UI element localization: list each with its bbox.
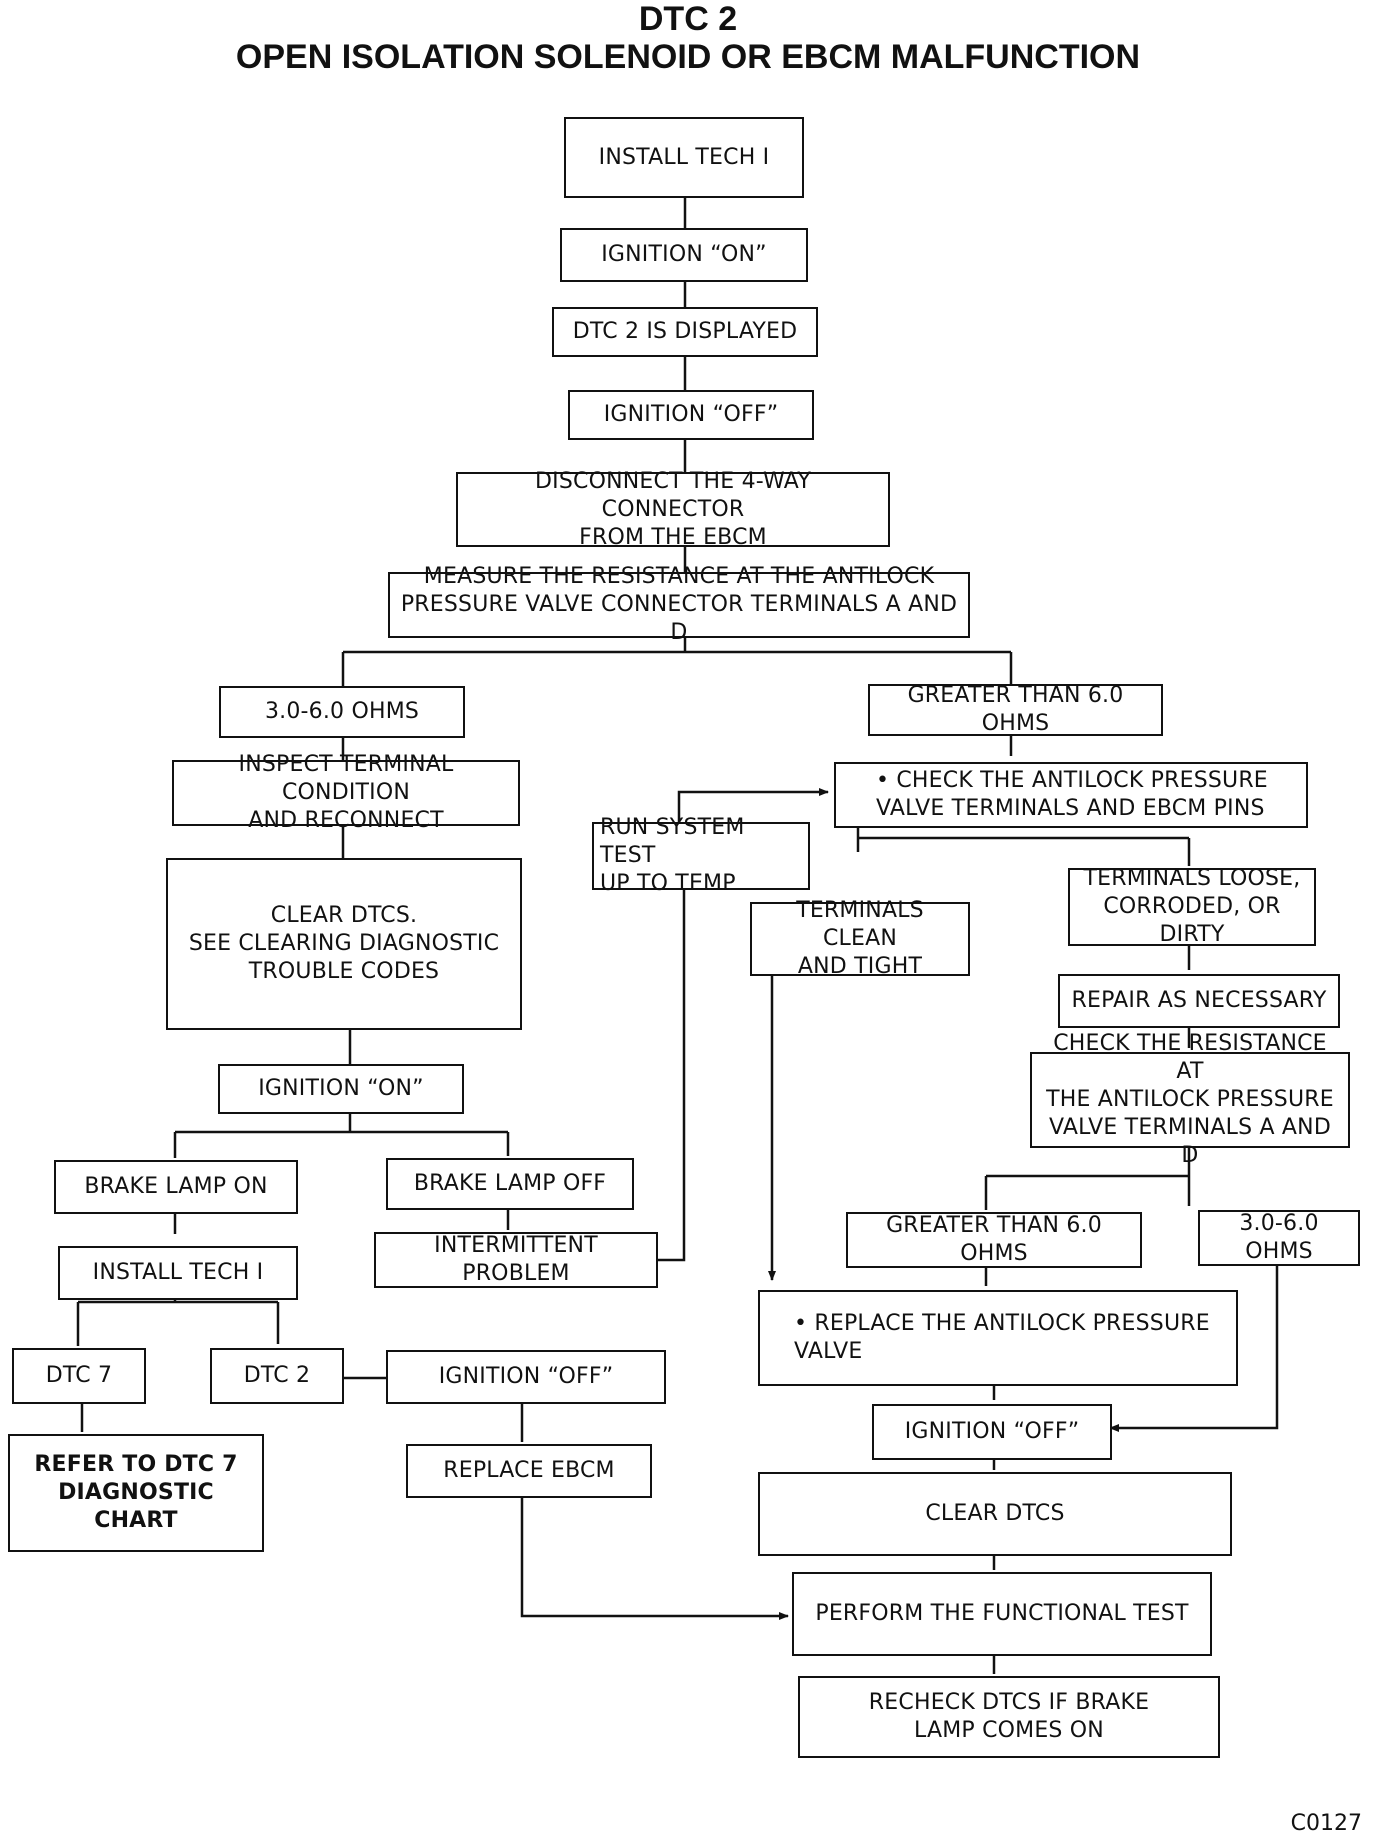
terminals-loose-box: TERMINALS LOOSE, CORRODED, OR DIRTY: [1068, 866, 1316, 947]
ignition-on-box-2: IGNITION “ON”: [218, 1064, 464, 1114]
terminals-clean-box: TERMINALS CLEAN AND TIGHT: [750, 898, 970, 979]
replace-ebcm-box: REPLACE EBCM: [406, 1444, 652, 1498]
ohms-in-range-box-2: 3.0-6.0 OHMS: [1198, 1210, 1360, 1266]
run-system-test-box: RUN SYSTEM TEST UP TO TEMP: [592, 815, 810, 896]
functional-test-box: PERFORM THE FUNCTIONAL TEST: [792, 1572, 1212, 1656]
ignition-on-box: IGNITION “ON”: [560, 228, 808, 282]
ohms-in-range-box: 3.0-6.0 OHMS: [219, 686, 465, 738]
inspect-terminal-box: INSPECT TERMINAL CONDITION AND RECONNECT: [172, 752, 520, 833]
intermittent-problem-box: INTERMITTENT PROBLEM: [374, 1232, 658, 1288]
ignition-off-box: IGNITION “OFF”: [568, 390, 814, 440]
install-tech-i-box: INSTALL TECH I: [564, 117, 804, 198]
brake-lamp-off-box: BRAKE LAMP OFF: [386, 1158, 634, 1210]
ignition-off-box-3: IGNITION “OFF”: [872, 1404, 1112, 1460]
measure-resistance-box: MEASURE THE RESISTANCE AT THE ANTILOCK P…: [388, 564, 970, 645]
dtc2-box: DTC 2: [210, 1348, 344, 1404]
check-terminals-box: • CHECK THE ANTILOCK PRESSURE VALVE TERM…: [834, 762, 1308, 828]
check-resistance-box: CHECK THE RESISTANCE AT THE ANTILOCK PRE…: [1030, 1031, 1350, 1168]
clear-dtcs-box: CLEAR DTCS: [758, 1472, 1232, 1556]
brake-lamp-on-box: BRAKE LAMP ON: [54, 1160, 298, 1214]
ignition-off-box-2: IGNITION “OFF”: [386, 1350, 666, 1404]
ohms-high-box: GREATER THAN 6.0 OHMS: [868, 683, 1163, 736]
refer-dtc7-box: REFER TO DTC 7 DIAGNOSTIC CHART: [8, 1434, 264, 1552]
recheck-dtcs-box: RECHECK DTCS IF BRAKE LAMP COMES ON: [798, 1676, 1220, 1758]
replace-valve-box: • REPLACE THE ANTILOCK PRESSURE VALVE: [758, 1290, 1238, 1386]
ohms-high-box-2: GREATER THAN 6.0 OHMS: [846, 1212, 1142, 1268]
clear-dtcs-see-box: CLEAR DTCS. SEE CLEARING DIAGNOSTIC TROU…: [166, 858, 522, 1030]
dtc2-displayed-box: DTC 2 IS DISPLAYED: [552, 307, 818, 357]
chart-title: DTC 2: [638, 0, 738, 38]
repair-box: REPAIR AS NECESSARY: [1058, 974, 1340, 1028]
install-tech-i-box-2: INSTALL TECH I: [58, 1246, 298, 1300]
disconnect-connector-box: DISCONNECT THE 4-WAY CONNECTOR FROM THE …: [456, 469, 890, 550]
dtc7-box: DTC 7: [12, 1348, 146, 1404]
figure-code: C0127: [1290, 1811, 1362, 1836]
chart-subtitle: OPEN ISOLATION SOLENOID OR EBCM MALFUNCT…: [235, 38, 1141, 76]
